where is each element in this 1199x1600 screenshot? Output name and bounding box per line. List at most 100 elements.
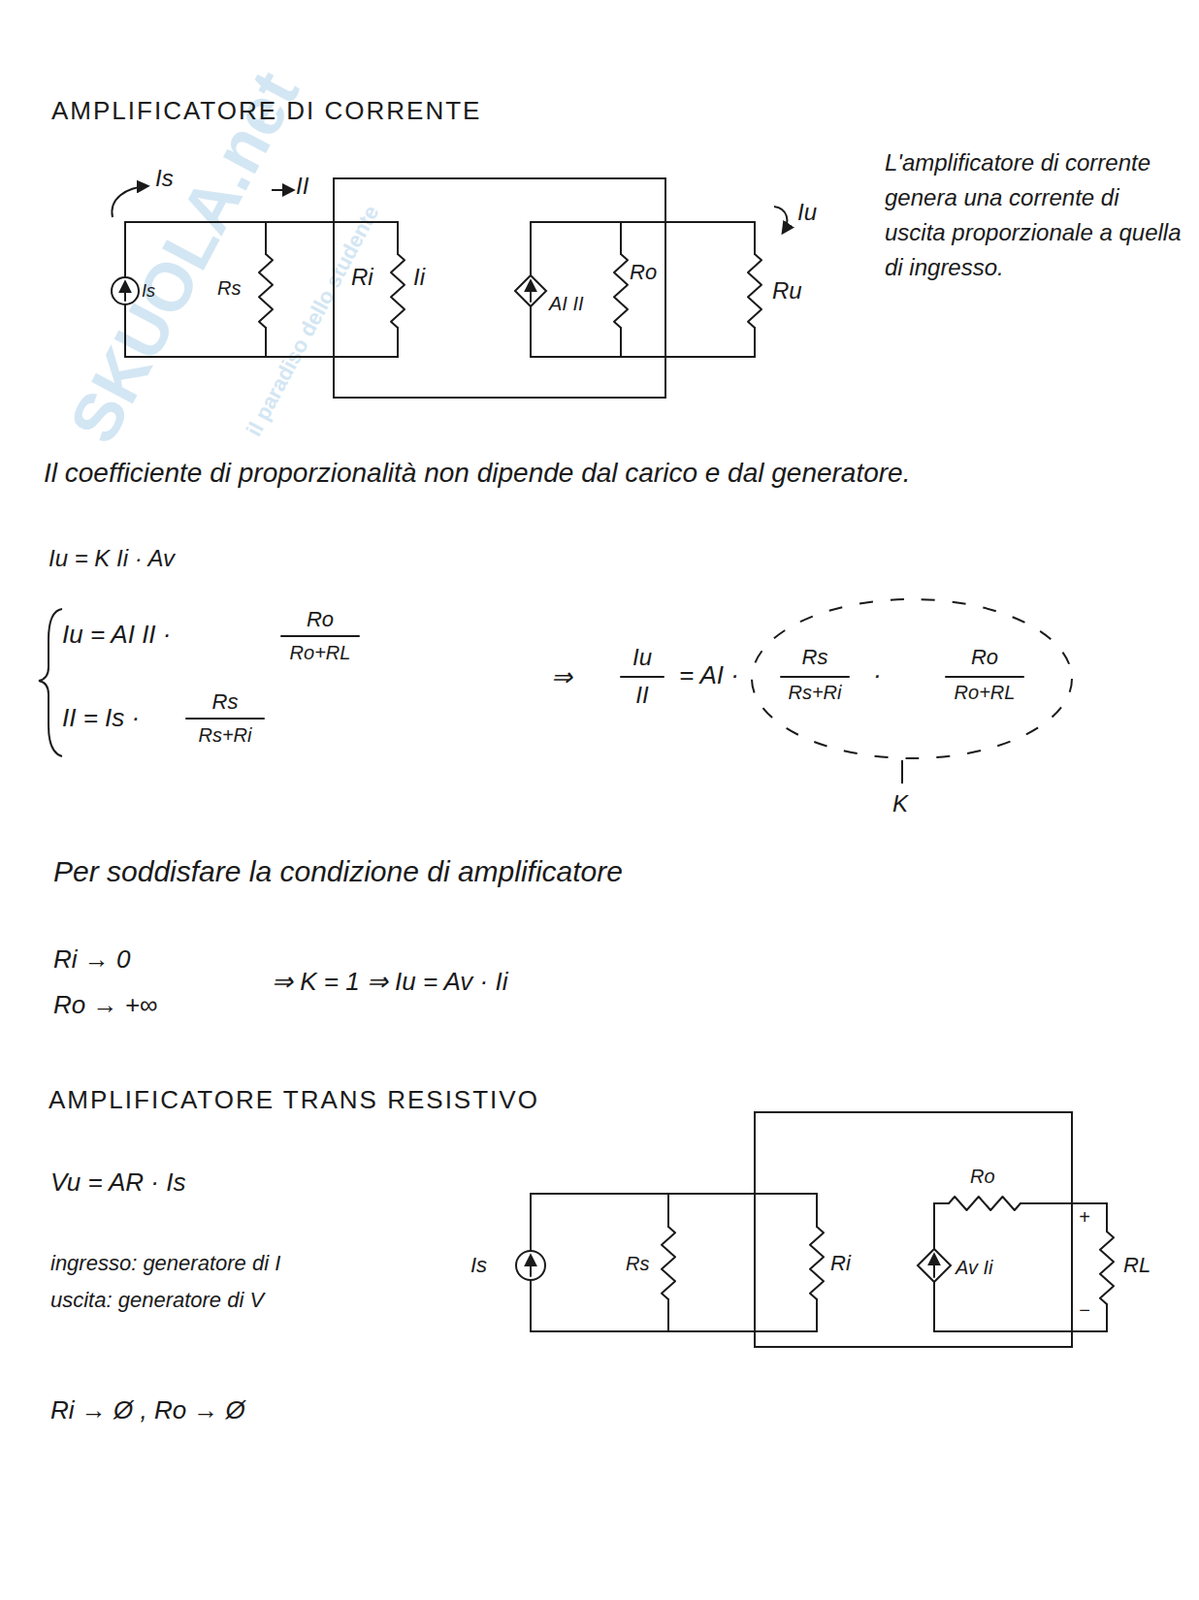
wire (753, 327, 756, 357)
source-arrow (124, 282, 127, 301)
formula: = AI · (679, 661, 740, 691)
source-label: AI II (549, 292, 584, 316)
fraction-bar (620, 676, 664, 679)
fraction-bar (945, 676, 1024, 679)
leader-line (901, 760, 904, 784)
source-label: Is (470, 1253, 487, 1278)
wire (529, 222, 532, 276)
formula: II = Is · (62, 704, 140, 734)
wire (934, 1330, 1107, 1333)
note-text: uscita: generatore di V (50, 1288, 264, 1313)
formula: II (635, 681, 649, 710)
resistor-label: Ri (830, 1251, 851, 1276)
wire (125, 221, 398, 224)
wire (933, 1282, 936, 1332)
resistor-label: Ro (629, 259, 657, 285)
current-source-symbol (516, 1251, 546, 1281)
dependent-source-symbol (917, 1249, 951, 1283)
amplifier-box (333, 178, 666, 398)
wire (529, 1194, 532, 1252)
current-source-symbol (111, 277, 139, 305)
formula: Ri → Ø , Ro → Ø (50, 1396, 246, 1426)
wire (619, 222, 622, 255)
current-label: Is (155, 164, 174, 193)
formula: Rs+Ri (787, 681, 842, 705)
resistor-symbol (614, 254, 628, 328)
formula: Iu = K Ii · Av (48, 545, 175, 573)
current-label: Iu (797, 198, 817, 227)
wire (529, 306, 532, 357)
resistor-label: Ri (351, 263, 374, 292)
formula: · (873, 661, 882, 691)
resistor-symbol (747, 254, 762, 328)
note-text: Per soddisfare la condizione di amplific… (53, 855, 623, 890)
dashed-ellipse (751, 599, 1072, 759)
source-arrow (529, 1256, 532, 1277)
formula: Rs (802, 645, 829, 670)
watermark: il paradiso dello studente (241, 201, 385, 441)
wire (619, 327, 622, 357)
wire (124, 222, 127, 278)
source-label: Av Ii (955, 1257, 994, 1280)
note-text: ingresso: generatore di I (50, 1251, 281, 1276)
resistor-label: Rs (625, 1253, 649, 1276)
wire (396, 327, 399, 357)
terminal-sign: − (1078, 1299, 1091, 1323)
wire (934, 1202, 949, 1205)
dependent-source-symbol (515, 275, 547, 307)
resistor-label: RL (1123, 1253, 1151, 1278)
formula: Ri → 0 (53, 945, 130, 975)
current-label: Ii (413, 263, 425, 292)
wire (933, 1203, 936, 1250)
wire (753, 222, 756, 255)
current-arrow (111, 186, 148, 218)
resistor-symbol (1100, 1231, 1114, 1305)
fraction-bar (780, 676, 849, 679)
resistor-label: Ro (970, 1166, 996, 1189)
wire (667, 1299, 670, 1332)
resistor-symbol (948, 1197, 1021, 1211)
wire (264, 327, 267, 357)
resistor-symbol (661, 1227, 676, 1300)
wire (124, 304, 127, 357)
wire (667, 1194, 670, 1228)
wire (1105, 1304, 1108, 1332)
resistor-label: Ru (772, 277, 803, 305)
formula: Ro (306, 607, 334, 632)
wire (530, 356, 755, 358)
wire (530, 221, 755, 224)
fraction-bar (281, 635, 359, 638)
formula: Iu (632, 644, 652, 672)
brace (38, 609, 63, 757)
section-heading: AMPLIFICATORE TRANS RESISTIVO (48, 1086, 540, 1116)
fraction-bar (186, 717, 264, 720)
page-title: AMPLIFICATORE DI CORRENTE (51, 97, 482, 127)
wire (264, 222, 267, 255)
wire (396, 222, 399, 255)
current-arrow (271, 189, 293, 192)
current-label: II (295, 172, 309, 200)
resistor-symbol (390, 254, 405, 328)
wire (1020, 1202, 1107, 1205)
note-text: Il coefficiente di proporzionalità non d… (43, 457, 910, 489)
source-arrow (933, 1255, 936, 1278)
wire (529, 1280, 532, 1332)
wire (815, 1194, 818, 1228)
wire (530, 1193, 817, 1196)
formula: Vu = AR · Is (50, 1168, 186, 1199)
side-note: L'amplificatore di corrente genera una c… (884, 145, 1186, 286)
formula: K (892, 790, 908, 818)
formula: Ro (971, 645, 999, 670)
amplifier-box (754, 1112, 1072, 1348)
wire (1105, 1203, 1108, 1232)
resistor-symbol (259, 254, 273, 328)
formula: Iu = AI II · (62, 620, 171, 650)
formula: Ro → +∞ (53, 991, 158, 1021)
wire (815, 1299, 818, 1332)
formula: ⇒ (550, 663, 573, 693)
formula: Rs+Ri (197, 724, 252, 747)
resistor-symbol (810, 1227, 824, 1300)
formula: Ro+RL (954, 681, 1016, 705)
formula: ⇒ K = 1 ⇒ Iu = Av · Ii (271, 968, 508, 998)
